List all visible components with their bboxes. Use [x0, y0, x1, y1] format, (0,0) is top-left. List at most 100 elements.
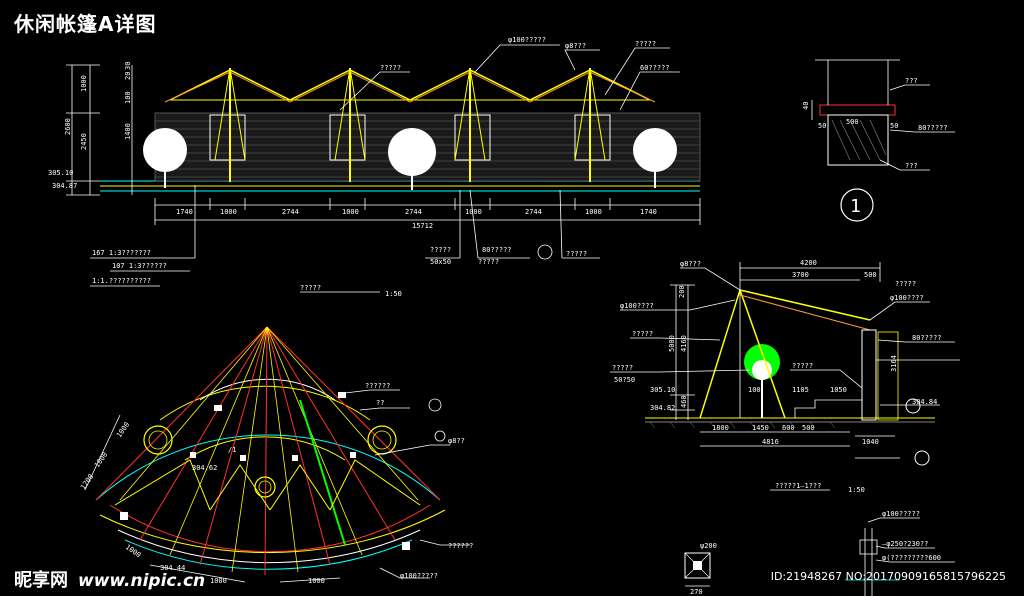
- note: ???: [905, 77, 918, 85]
- dim-label: 20: [124, 72, 132, 80]
- note: φ100?????: [400, 572, 438, 580]
- note: ?????: [792, 362, 813, 370]
- watermark-id: ID:21948267 NO:20170909165815796225: [770, 570, 1006, 583]
- dim-label: ψ200: [700, 542, 717, 550]
- section-mark: ?????: [300, 284, 321, 292]
- dim-label: 600: [782, 424, 795, 432]
- dim-label: 3164: [890, 355, 898, 372]
- dim-label: 30: [124, 62, 132, 70]
- dim-label: 100: [124, 91, 132, 104]
- dim-label: 500: [846, 118, 859, 126]
- dim-label: 1000: [585, 208, 602, 216]
- note: 107 1:3??????: [112, 262, 167, 270]
- watermark-logo: 昵享网 www.nipic.cn: [14, 566, 205, 592]
- note: ?????: [478, 258, 499, 266]
- note: ?????: [566, 250, 587, 258]
- dim-label: 50: [890, 122, 898, 130]
- note: 50?50: [614, 376, 635, 384]
- dim-label: 270: [690, 588, 703, 596]
- dim-label: 1000: [80, 75, 88, 92]
- level-label: 304.62: [192, 464, 217, 472]
- note: —φ250?230??: [882, 540, 928, 548]
- scale-label: 1:50: [848, 486, 865, 494]
- watermark-site: 昵享网: [14, 570, 68, 591]
- note: 80?????: [482, 246, 512, 254]
- note: ?????: [635, 40, 656, 48]
- dim-label: 2744: [405, 208, 422, 216]
- dim-label: 1000: [93, 451, 109, 469]
- dim-label: 3700: [792, 271, 809, 279]
- note: /1: [228, 446, 236, 454]
- dim-label: 40: [802, 102, 810, 110]
- dim-label: 500: [802, 424, 815, 432]
- dim-label: 1000: [342, 208, 359, 216]
- note: 167 1:3???????: [92, 249, 151, 257]
- note: φ100????: [620, 302, 654, 310]
- drawing-title: 休闲帐篷A详图: [14, 12, 157, 36]
- dim-label: 5000: [668, 335, 676, 352]
- note: ?????: [430, 246, 451, 254]
- note: φ(?????????600: [882, 554, 941, 562]
- dim-label: 100: [748, 386, 761, 394]
- note: φ100????: [890, 294, 924, 302]
- dim-label: 1000: [465, 208, 482, 216]
- dim-label: 1105: [792, 386, 809, 394]
- dim-label: 2450: [80, 133, 88, 150]
- note: ??????: [365, 382, 390, 390]
- scale-label: 1:50: [385, 290, 402, 298]
- dim-label: 1800: [712, 424, 729, 432]
- note: ?????: [380, 64, 401, 72]
- dim-total: 15712: [412, 222, 433, 230]
- level-label: 304.87: [52, 182, 77, 190]
- plan-view-fan: [84, 326, 470, 583]
- detail-circle-label: 1: [850, 196, 861, 217]
- level-label: 305.10: [48, 169, 73, 177]
- dim-label: 1000: [210, 577, 227, 585]
- note: ?????: [895, 280, 916, 288]
- dim-label: 4200: [800, 259, 817, 267]
- dim-label: 460: [680, 395, 688, 408]
- section-1-1: [610, 262, 960, 491]
- watermark-url[interactable]: www.nipic.cn: [78, 571, 206, 591]
- note: ?????: [612, 364, 633, 372]
- dim-label: 2744: [525, 208, 542, 216]
- dim-label: 200: [678, 285, 686, 298]
- dim-label: 500: [864, 271, 877, 279]
- tree-symbol: [143, 128, 677, 190]
- dim-label: 2744: [282, 208, 299, 216]
- note: 60?????: [640, 64, 670, 72]
- level-label: 304.82: [650, 404, 675, 412]
- note: ??????: [448, 542, 473, 550]
- dim-label: 50: [818, 122, 826, 130]
- note: φ100?????: [508, 36, 546, 44]
- dim-label: 1400: [124, 123, 132, 140]
- note: φ8??: [448, 437, 465, 445]
- dim-label: 1450: [752, 424, 769, 432]
- note: φ100?????: [882, 510, 920, 518]
- detail-1: [811, 59, 955, 222]
- note: 80?????: [918, 124, 948, 132]
- level-label: 304.84: [912, 398, 937, 406]
- dim-label: 1200: [79, 473, 95, 491]
- elevation-view: [66, 44, 701, 293]
- section-title: ?????1—1???: [775, 482, 821, 490]
- dim-label: 1050: [830, 386, 847, 394]
- dim-label: 4160: [680, 335, 688, 352]
- dim-label: 2600: [64, 118, 72, 135]
- note: ??: [376, 399, 384, 407]
- note: φ8???: [680, 260, 701, 268]
- note: 50x50: [430, 258, 451, 266]
- dim-label: 1040: [862, 438, 879, 446]
- dim-label: 1740: [640, 208, 657, 216]
- note: 1:1.??????????: [92, 277, 151, 285]
- annotations: 1740 1000 2744 1000 2744 1000 2744 1000 …: [48, 36, 948, 596]
- dim-label: 1000: [115, 421, 131, 439]
- dim-label: 1000: [220, 208, 237, 216]
- dim-label: 4816: [762, 438, 779, 446]
- level-label: 305.10: [650, 386, 675, 394]
- note: ?????: [632, 330, 653, 338]
- dim-label: 1000: [308, 577, 325, 585]
- bottom-details: [684, 517, 955, 596]
- note: 80?????: [912, 334, 942, 342]
